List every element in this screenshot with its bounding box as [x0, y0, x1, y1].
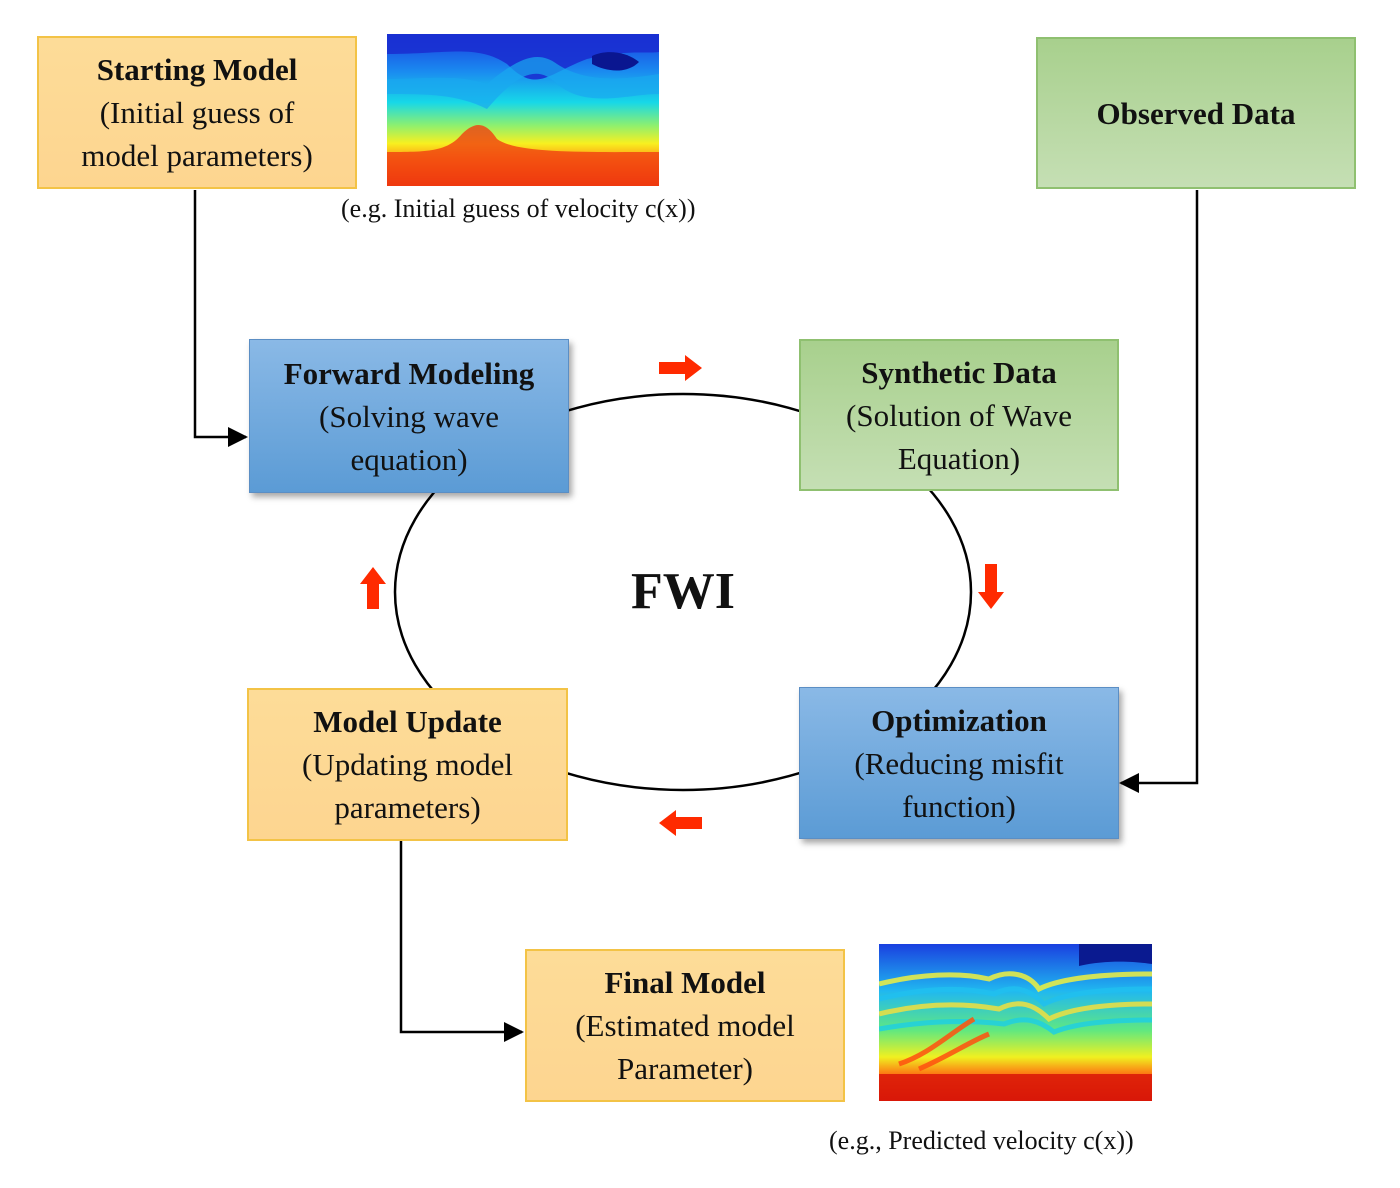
optimization-box: Optimization (Reducing misfit function): [799, 687, 1119, 839]
forward-modeling-box: Forward Modeling (Solving wave equation): [249, 339, 569, 493]
fwi-label: FWI: [631, 563, 735, 620]
cycle-arrow-down: [978, 564, 1004, 609]
starting-model-line-1: (Initial guess of: [99, 95, 295, 130]
final-model-box: Final Model (Estimated model Parameter): [525, 949, 845, 1102]
final-model-line-2: Parameter): [617, 1051, 753, 1086]
synthetic-data-line-2: Equation): [897, 440, 1021, 476]
model-update-line-1: (Updating model: [302, 747, 513, 782]
initial-velocity-image: [387, 34, 659, 186]
starting-model-caption: (e.g. Initial guess of velocity c(x)): [341, 194, 696, 223]
model-update-box: Model Update (Updating model parameters): [247, 688, 568, 841]
cycle-arrow-up: [360, 567, 386, 609]
cycle-arrow-left: [659, 810, 702, 836]
observed-data-title: Observed Data: [1096, 95, 1296, 131]
final-model-title: Final Model: [604, 965, 766, 1000]
starting-model-title: Starting Model: [96, 52, 298, 87]
starting-model-line-2: model parameters): [81, 138, 313, 173]
synthetic-data-line-1: (Solution of Wave: [846, 397, 1072, 433]
forward-modeling-line-2: equation): [350, 441, 468, 477]
optimization-title: Optimization: [871, 702, 1047, 738]
final-model-caption: (e.g., Predicted velocity c(x)): [829, 1126, 1134, 1155]
update-to-final-connector: [399, 840, 524, 1042]
starting-to-forward-connector: [193, 190, 248, 447]
model-update-line-2: parameters): [334, 790, 481, 825]
optimization-line-2: function): [902, 788, 1016, 824]
cycle-arrow-right: [659, 355, 702, 381]
observed-data-box: Observed Data: [1036, 37, 1356, 189]
predicted-velocity-image: [879, 944, 1152, 1101]
fwi-cycle-ellipse: [393, 392, 973, 792]
synthetic-data-box: Synthetic Data (Solution of Wave Equatio…: [799, 339, 1119, 491]
optimization-line-1: (Reducing misfit: [854, 745, 1064, 781]
synthetic-data-title: Synthetic Data: [861, 354, 1057, 390]
starting-model-box: Starting Model (Initial guess of model p…: [37, 36, 357, 189]
final-model-line-1: (Estimated model: [575, 1008, 795, 1043]
forward-modeling-line-1: (Solving wave: [319, 398, 499, 434]
forward-modeling-title: Forward Modeling: [283, 355, 535, 391]
model-update-title: Model Update: [313, 704, 502, 739]
observed-to-optimization-connector: [1119, 190, 1199, 793]
